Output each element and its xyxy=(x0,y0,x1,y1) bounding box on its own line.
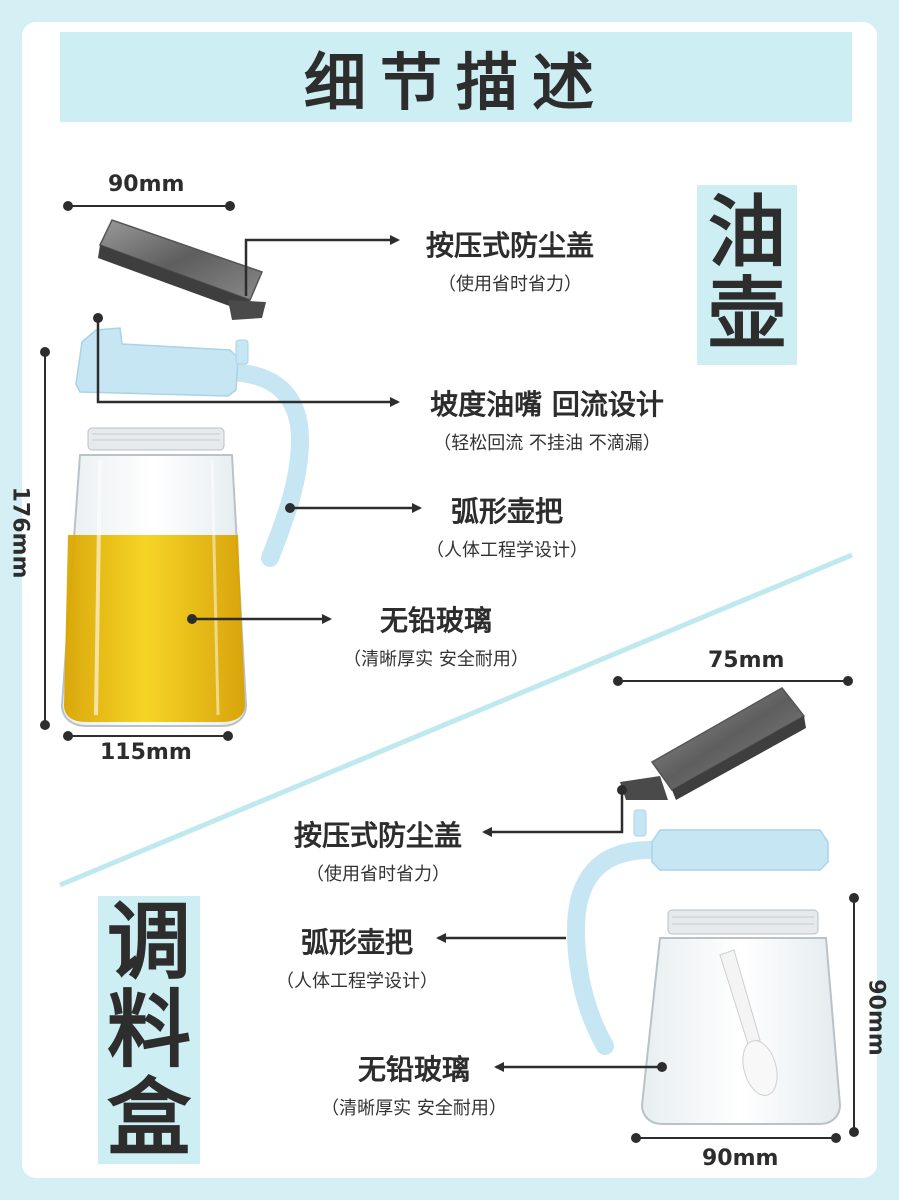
oil-height: 176mm xyxy=(7,486,33,579)
feature-subtitle: （使用省时省力） xyxy=(306,864,450,885)
label-char: 油 xyxy=(707,188,786,279)
feature-subtitle: （人体工程学设计） xyxy=(426,540,588,561)
oil-feature-spout: 坡度油嘴 回流设计 （轻松回流 不挂油 不滴漏） xyxy=(410,383,684,455)
label-char: 调 xyxy=(106,892,191,991)
spice-width-bottom: 90mm xyxy=(702,1146,779,1171)
oil-dimension-lines xyxy=(40,201,235,741)
spice-dimension-lines xyxy=(613,676,859,1143)
feature-subtitle: （清晰厚实 安全耐用） xyxy=(321,1098,507,1119)
spice-callout-dots xyxy=(617,785,667,1072)
oil-width-bottom: 115mm xyxy=(100,740,192,765)
feature-subtitle: （清晰厚实 安全耐用） xyxy=(343,649,529,670)
spice-box-handle xyxy=(566,841,659,1055)
oil-pot-handle xyxy=(216,363,310,567)
oil-pot-label: 油壶 xyxy=(697,185,797,365)
feature-subtitle: （轻松回流 不挂油 不滴漏） xyxy=(433,433,661,454)
feature-title: 弧形壶把 xyxy=(450,495,563,528)
spice-feature-press-cap: 按压式防尘盖 （使用省时省力） xyxy=(278,814,478,886)
spice-feature-glass: 无铅玻璃 （清晰厚实 安全耐用） xyxy=(304,1048,524,1120)
spice-height: 90mm xyxy=(863,979,889,1056)
feature-title: 按压式防尘盖 xyxy=(293,819,462,852)
feature-title: 无铅玻璃 xyxy=(357,1053,470,1086)
spice-callout-arrows xyxy=(436,790,662,1072)
label-char: 料 xyxy=(106,980,191,1079)
label-char: 壶 xyxy=(707,270,786,360)
oil-press-cap xyxy=(98,219,266,320)
spice-box-label: 调料盒 xyxy=(98,896,200,1164)
oil-feature-press-cap: 按压式防尘盖 （使用省时省力） xyxy=(410,224,610,296)
feature-title: 无铅玻璃 xyxy=(379,604,492,637)
feature-subtitle: （使用省时省力） xyxy=(438,274,582,295)
oil-width-top: 90mm xyxy=(108,172,185,197)
page-title: 细节描述 xyxy=(303,46,608,119)
spice-feature-handle: 弧形壶把 （人体工程学设计） xyxy=(262,921,452,993)
oil-pot-body xyxy=(60,427,248,727)
spice-box-body xyxy=(640,909,842,1125)
spice-width-top: 75mm xyxy=(708,648,785,673)
oil-feature-glass: 无铅玻璃 （清晰厚实 安全耐用） xyxy=(326,599,546,671)
spice-box-lid xyxy=(633,809,829,871)
feature-title: 坡度油嘴 回流设计 xyxy=(430,388,664,421)
oil-callout-arrows xyxy=(96,235,422,624)
feature-subtitle: （人体工程学设计） xyxy=(276,971,438,992)
oil-pot-lid xyxy=(75,327,249,397)
section-divider xyxy=(59,552,853,888)
label-char: 盒 xyxy=(106,1069,191,1168)
spice-press-cap xyxy=(618,687,806,800)
oil-callout-dots xyxy=(93,313,295,624)
oil-feature-handle: 弧形壶把 （人体工程学设计） xyxy=(412,490,602,562)
feature-title: 弧形壶把 xyxy=(300,926,413,959)
feature-title: 按压式防尘盖 xyxy=(425,229,594,262)
title-banner: 细节描述 xyxy=(60,32,852,122)
